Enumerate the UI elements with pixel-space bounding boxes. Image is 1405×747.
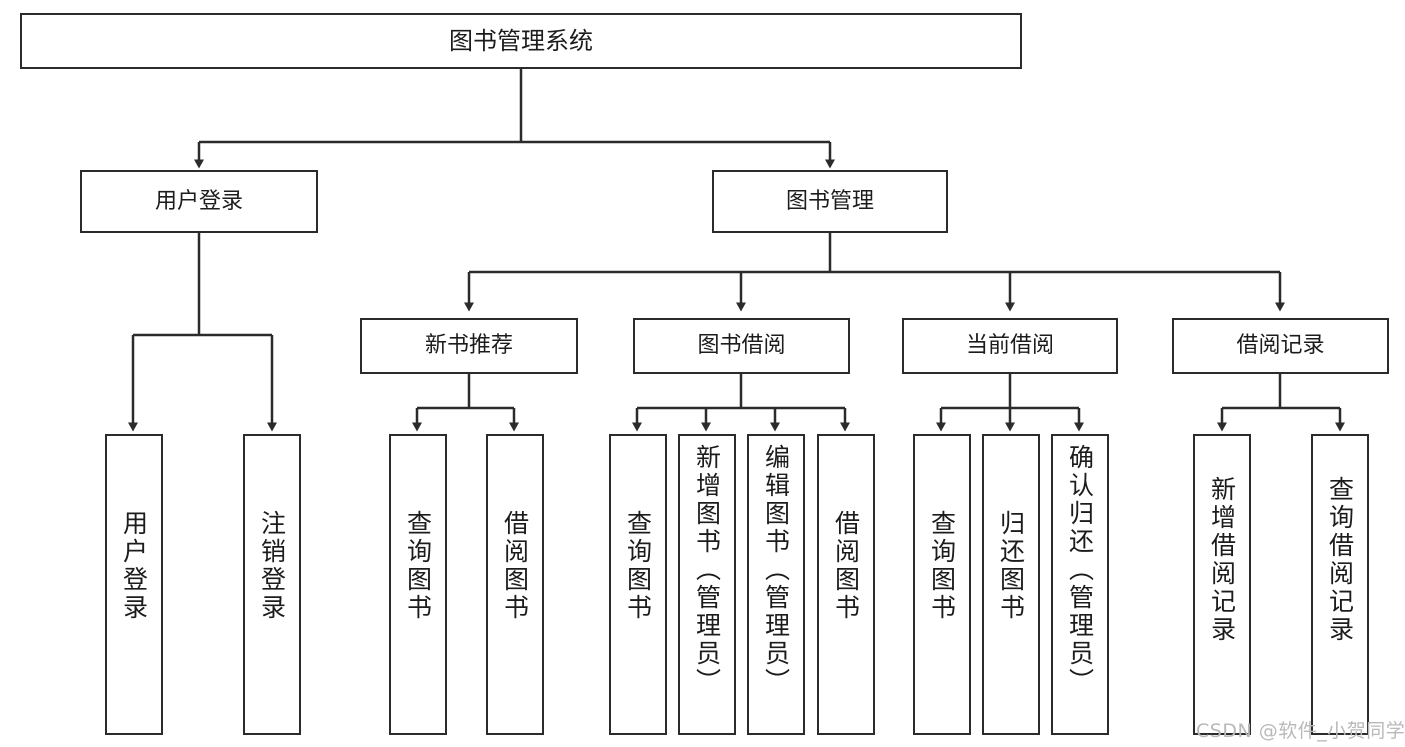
node-label: 用户登录 [119,510,149,622]
leaf-user-login[interactable]: 用户登录 [105,434,163,735]
node-label: 注销登录 [257,510,287,622]
node-label: 图书管理 [785,188,874,214]
leaf-add-book-admin[interactable]: 新增图书（管理员） [678,434,736,735]
node-label: 借阅图书 [831,510,861,622]
leaf-query-book-current[interactable]: 查询图书 [913,434,971,735]
node-root-system[interactable]: 图书管理系统 [20,13,1022,69]
leaf-borrow-book-recommend[interactable]: 借阅图书 [486,434,544,735]
leaf-return-book[interactable]: 归还图书 [982,434,1040,735]
node-label: 借阅记录 [1236,333,1325,359]
node-label: 编辑图书（管理员） [761,444,791,696]
node-label: 查询图书 [623,510,653,622]
node-label: 借阅图书 [500,510,530,622]
node-label: 新增图书（管理员） [692,444,722,696]
node-book-management[interactable]: 图书管理 [712,170,948,233]
leaf-query-borrow-record[interactable]: 查询借阅记录 [1311,434,1369,735]
node-label: 归还图书 [996,510,1026,622]
node-new-book-recommend[interactable]: 新书推荐 [360,318,578,374]
node-label: 查询借阅记录 [1325,476,1355,644]
leaf-confirm-return-admin[interactable]: 确认归还（管理员） [1051,434,1109,735]
node-label: 查询图书 [403,510,433,622]
node-user-login[interactable]: 用户登录 [80,170,318,233]
node-label: 图书借阅 [697,333,786,359]
node-label: 查询图书 [927,510,957,622]
node-borrow-record[interactable]: 借阅记录 [1172,318,1389,374]
node-label: 图书管理系统 [449,26,593,55]
leaf-add-borrow-record[interactable]: 新增借阅记录 [1193,434,1251,735]
leaf-user-logout[interactable]: 注销登录 [243,434,301,735]
node-label: 新书推荐 [424,333,513,359]
leaf-query-book-recommend[interactable]: 查询图书 [389,434,447,735]
node-label: 用户登录 [154,188,243,214]
node-label: 新增借阅记录 [1207,476,1237,644]
node-current-borrow[interactable]: 当前借阅 [902,318,1118,374]
csdn-watermark: CSDN @软件_小贺同学 [1196,720,1405,742]
node-label: 确认归还（管理员） [1065,444,1095,696]
leaf-edit-book-admin[interactable]: 编辑图书（管理员） [747,434,805,735]
leaf-borrow-book[interactable]: 借阅图书 [817,434,875,735]
node-label: 当前借阅 [965,333,1054,359]
node-book-borrow[interactable]: 图书借阅 [633,318,850,374]
leaf-query-book-borrow[interactable]: 查询图书 [609,434,667,735]
